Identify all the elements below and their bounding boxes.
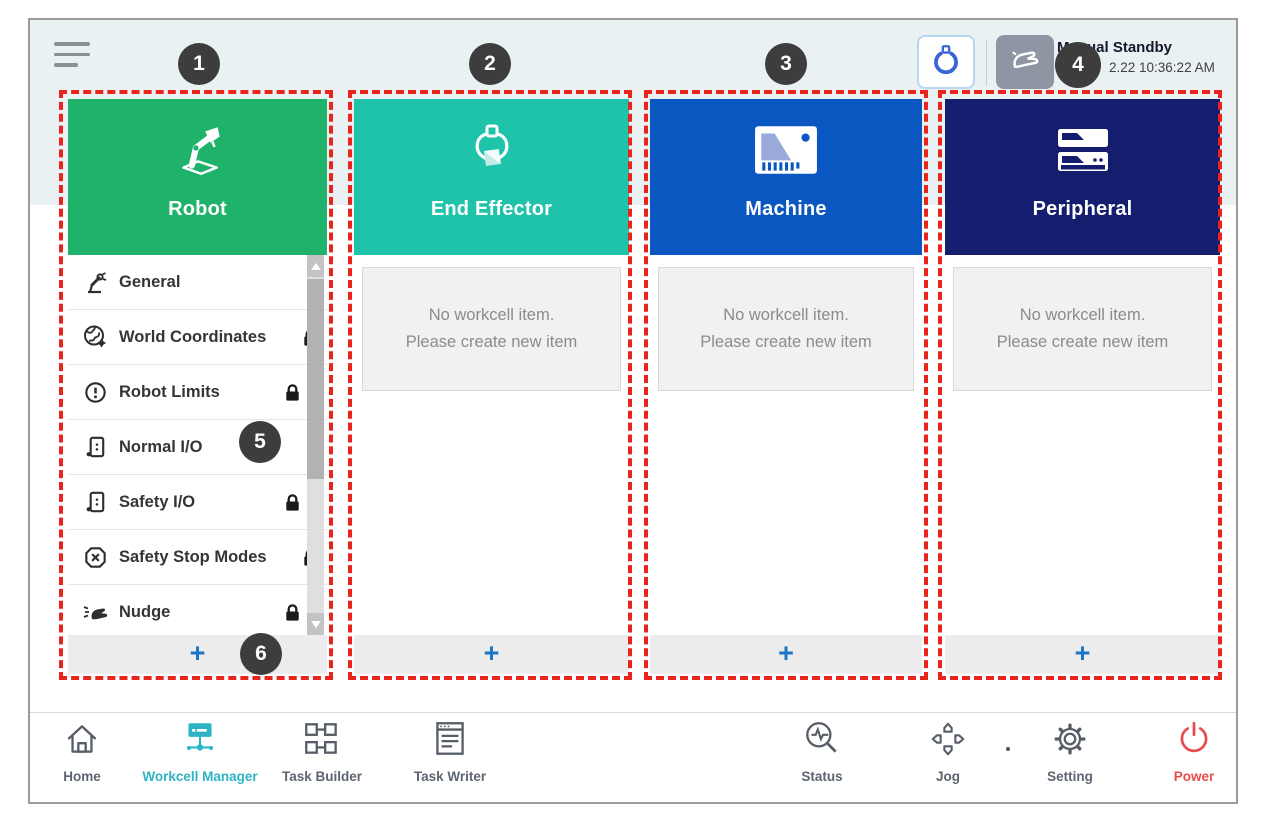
nav-setting[interactable]: Setting xyxy=(995,718,1145,784)
hand-icon xyxy=(1006,41,1044,84)
empty-state-line1: No workcell item. xyxy=(723,305,849,324)
empty-state: No workcell item. Please create new item xyxy=(953,267,1212,391)
peripheral-column-title: Peripheral xyxy=(1032,198,1133,220)
robot-arm-icon xyxy=(167,116,229,184)
lock-icon xyxy=(282,492,303,513)
gripper-mode-icon xyxy=(928,42,964,83)
robot-general-icon xyxy=(80,268,110,296)
end-effector-column-header[interactable]: End Effector xyxy=(354,99,629,255)
world-coordinates-icon xyxy=(80,323,110,351)
menu-item-normal-io[interactable]: Normal I/O xyxy=(68,420,327,475)
status-timestamp: 2.22 10:36:22 AM xyxy=(1109,60,1215,75)
menu-item-safety-stop-modes[interactable]: Safety Stop Modes xyxy=(68,530,327,585)
arrow-up-icon xyxy=(310,262,321,270)
nudge-icon xyxy=(80,598,110,626)
robot-menu-list: General World Coordinates xyxy=(68,255,327,635)
menu-item-label: General xyxy=(119,272,181,291)
peripheral-icon xyxy=(1051,116,1115,184)
robot-column-title: Robot xyxy=(168,198,227,220)
empty-state-line2: Please create new item xyxy=(700,333,872,351)
nav-separator-dot xyxy=(1006,747,1010,751)
nav-home[interactable]: Home xyxy=(30,718,157,784)
workcell-manager-icon xyxy=(125,718,275,760)
menu-item-safety-io[interactable]: Safety I/O xyxy=(68,475,327,530)
peripheral-column: Peripheral No workcell item. Please crea… xyxy=(945,99,1220,674)
empty-state: No workcell item. Please create new item xyxy=(362,267,621,391)
empty-state-line1: No workcell item. xyxy=(1019,305,1146,324)
menu-item-world-coordinates[interactable]: World Coordinates xyxy=(68,310,327,365)
menu-item-label: Safety I/O xyxy=(119,492,196,511)
scrollbar-thumb[interactable] xyxy=(307,279,324,479)
task-builder-icon xyxy=(247,718,397,760)
end-effector-column: End Effector No workcell item. Please cr… xyxy=(354,99,629,674)
robot-add-item-button[interactable]: + xyxy=(68,635,327,674)
hand-guiding-button[interactable] xyxy=(996,35,1054,89)
empty-state-line1: No workcell item. xyxy=(428,305,555,324)
menu-item-label: Normal I/O xyxy=(119,437,203,456)
menu-item-robot-limits[interactable]: Robot Limits xyxy=(68,365,327,420)
lock-icon xyxy=(282,382,303,403)
home-icon xyxy=(30,718,157,760)
main-menu-button[interactable] xyxy=(54,42,92,70)
arrow-down-icon xyxy=(310,620,321,628)
nav-status[interactable]: Status xyxy=(747,718,897,784)
machine-icon xyxy=(753,116,819,184)
peripheral-column-header[interactable]: Peripheral xyxy=(945,99,1220,255)
machine-add-item-button[interactable]: + xyxy=(650,635,922,674)
menu-item-label: World Coordinates xyxy=(119,327,267,346)
jog-icon xyxy=(873,718,1023,760)
empty-state: No workcell item. Please create new item xyxy=(658,267,914,391)
menu-item-label: Robot Limits xyxy=(119,382,220,401)
peripheral-add-item-button[interactable]: + xyxy=(945,635,1220,674)
machine-column-title: Machine xyxy=(745,198,827,220)
task-writer-icon xyxy=(375,718,525,760)
nav-power[interactable]: Power xyxy=(1119,718,1236,784)
gripper-icon xyxy=(462,116,522,184)
lock-icon xyxy=(282,602,303,623)
io-icon xyxy=(80,433,110,461)
robot-limits-icon xyxy=(80,378,110,406)
app-frame: Manual Standby 2.22 10:36:22 AM Robot xyxy=(28,18,1238,804)
scroll-down-button[interactable] xyxy=(307,613,324,635)
power-icon xyxy=(1119,718,1236,760)
robot-menu-scrollbar[interactable] xyxy=(307,255,324,635)
robot-column-header[interactable]: Robot xyxy=(68,99,327,255)
machine-column: Machine No workcell item. Please create … xyxy=(650,99,922,674)
empty-state-line2: Please create new item xyxy=(996,333,1169,351)
nav-jog[interactable]: Jog xyxy=(873,718,1023,784)
plus-icon: + xyxy=(483,637,500,668)
setting-gear-icon xyxy=(995,718,1145,760)
robot-mode-button[interactable] xyxy=(917,35,975,89)
bottom-nav-divider xyxy=(30,712,1236,713)
scroll-up-button[interactable] xyxy=(307,255,324,277)
end-effector-body: No workcell item. Please create new item xyxy=(354,255,629,635)
nav-task-writer[interactable]: Task Writer xyxy=(375,718,525,784)
robot-column: Robot General xyxy=(68,99,327,674)
plus-icon: + xyxy=(778,637,794,668)
robot-state-label: Manual Standby xyxy=(1057,39,1173,56)
empty-state-line2: Please create new item xyxy=(405,333,578,351)
plus-icon: + xyxy=(1074,637,1091,668)
nav-task-builder[interactable]: Task Builder xyxy=(247,718,397,784)
menu-item-label: Safety Stop Modes xyxy=(119,547,267,566)
end-effector-add-item-button[interactable]: + xyxy=(354,635,629,674)
status-icon xyxy=(747,718,897,760)
header-divider xyxy=(986,40,987,86)
menu-item-label: Nudge xyxy=(119,602,171,621)
nav-workcell-manager[interactable]: Workcell Manager xyxy=(125,718,275,784)
io-icon xyxy=(80,488,110,516)
menu-item-general[interactable]: General xyxy=(68,255,327,310)
machine-body: No workcell item. Please create new item xyxy=(650,255,922,635)
hamburger-icon xyxy=(54,42,90,46)
end-effector-column-title: End Effector xyxy=(430,198,553,220)
safety-stop-icon xyxy=(80,543,110,571)
machine-column-header[interactable]: Machine xyxy=(650,99,922,255)
plus-icon: + xyxy=(189,637,206,668)
peripheral-body: No workcell item. Please create new item xyxy=(945,255,1220,635)
menu-item-nudge[interactable]: Nudge xyxy=(68,585,327,635)
